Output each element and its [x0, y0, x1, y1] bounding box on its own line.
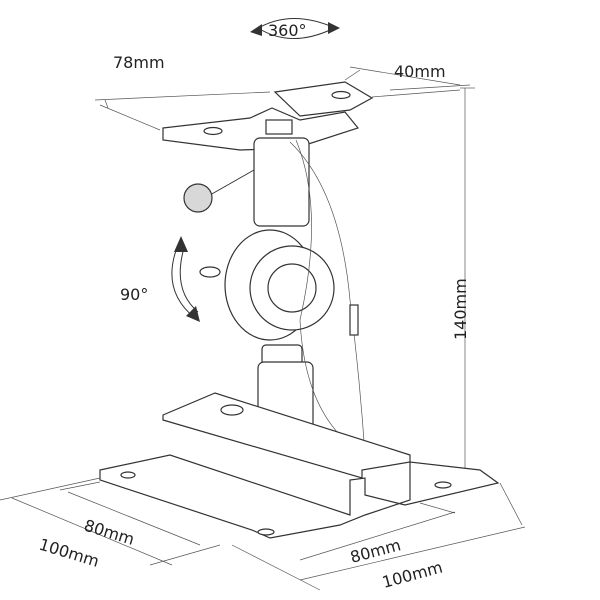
label-tilt: 90°: [120, 285, 148, 304]
label-base-outer-left: 100mm: [37, 535, 102, 571]
label-top-width: 78mm: [113, 53, 165, 72]
tilt-arrow-icon: [171, 236, 200, 322]
label-base-outer-right: 100mm: [380, 558, 445, 592]
rotation-arrow-icon: [250, 18, 340, 39]
label-base-inner-left: 80mm: [82, 516, 137, 549]
top-plate: [162, 81, 374, 151]
label-rotation: 360°: [268, 21, 307, 40]
label-top-depth: 40mm: [394, 62, 446, 81]
knob: [183, 183, 213, 213]
base-plate: [99, 392, 500, 539]
label-height: 140mm: [451, 278, 470, 340]
